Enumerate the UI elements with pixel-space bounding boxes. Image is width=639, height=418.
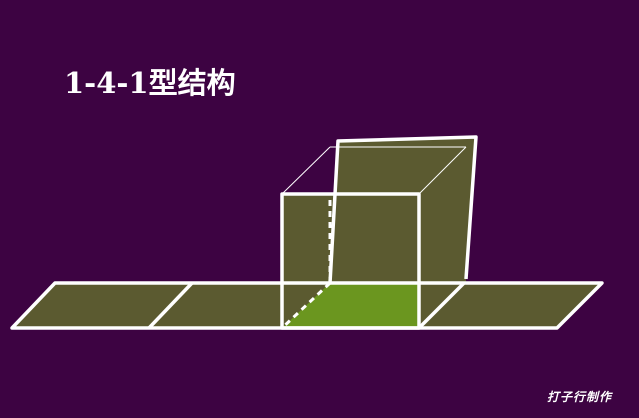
slide-title: 1-4-1型结构 — [64, 66, 236, 100]
net-face-right — [419, 283, 602, 328]
cube-top-edges — [281, 146, 467, 195]
solid-edges — [10, 135, 604, 330]
hidden-edges — [280, 194, 419, 330]
author-signature: 打子行制作 — [547, 390, 613, 404]
net-face-left — [12, 283, 192, 328]
front-face-shadow — [282, 194, 419, 328]
